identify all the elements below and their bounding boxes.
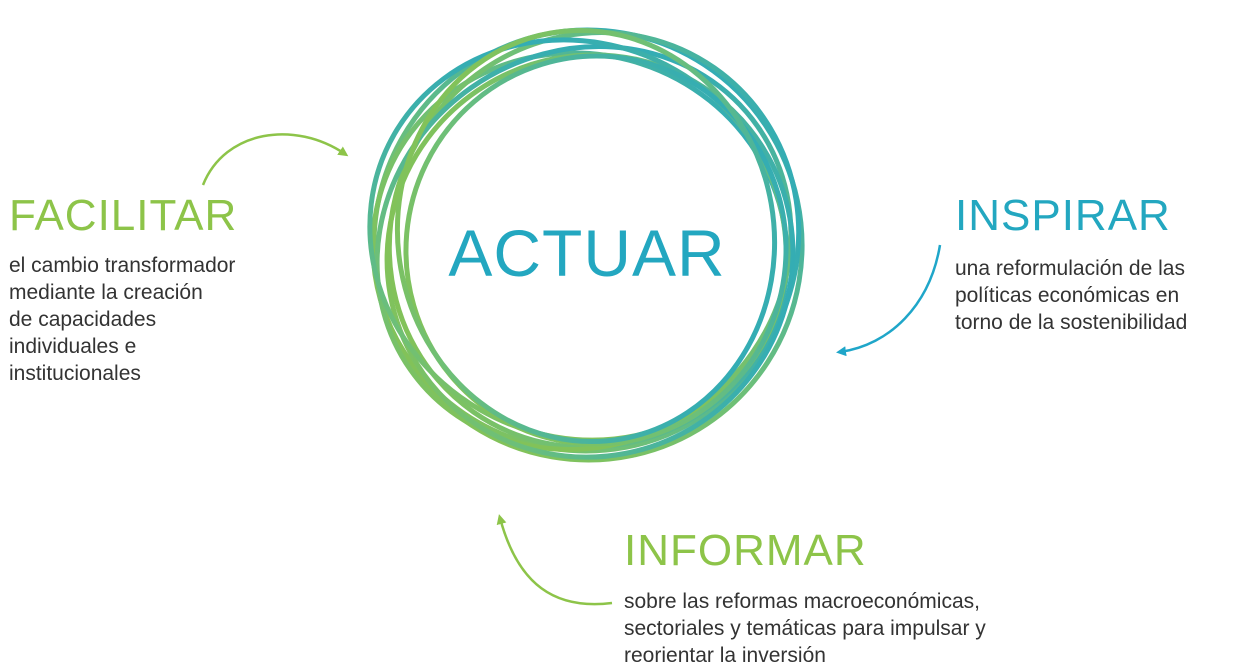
facilitar-arrow-icon [201,133,349,186]
informar-description: sobre las reformas macroeconómicas, sect… [624,588,986,669]
facilitar-line: institucionales [9,362,141,385]
informar-arrow-icon [496,514,613,606]
facilitar-line: de capacidades [9,308,157,331]
informar-line: reorientar la inversión [624,644,826,667]
scribble-rings [367,27,805,463]
facilitar-title: FACILITAR [9,191,238,240]
facilitar-line: el cambio transformador [9,254,236,277]
inspirar-line: torno de la sostenibilidad [955,311,1188,334]
inspirar-description: una reformulación de las políticas econó… [955,255,1187,336]
informar-title: INFORMAR [624,526,867,575]
facilitar-line: individuales e [9,335,137,358]
inspirar-line: políticas económicas en [955,284,1180,307]
ring-8 [394,28,778,444]
inspirar-title: INSPIRAR [955,191,1171,240]
facilitar-line: mediante la creación [9,281,203,304]
inspirar-arrow-icon [836,244,942,357]
informar-line: sectoriales y temáticas para impulsar y [624,617,986,640]
ring-5 [384,52,796,460]
inspirar-line: una reformulación de las [955,257,1185,280]
center-label: ACTUAR [448,216,726,290]
informar-line: sobre las reformas macroeconómicas, [624,590,980,613]
facilitar-description: el cambio transformador mediante la crea… [9,252,235,387]
